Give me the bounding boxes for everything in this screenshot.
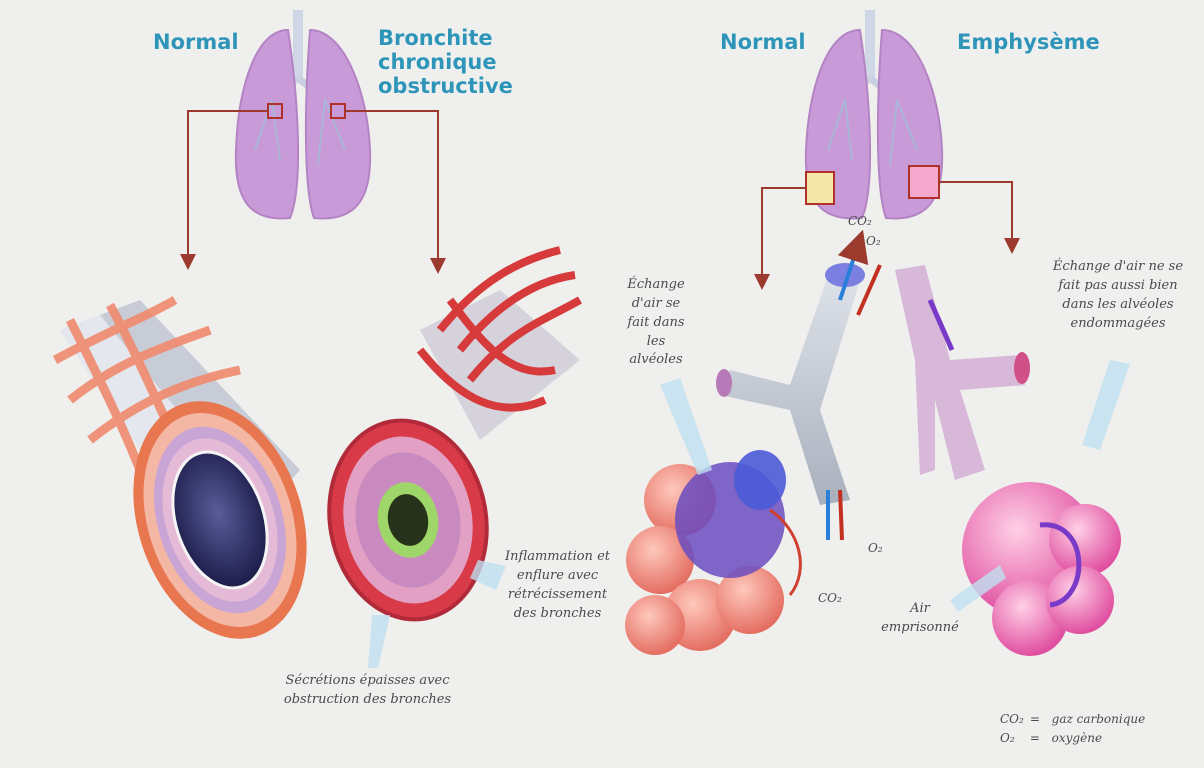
legend-co2-equals: = bbox=[1030, 710, 1048, 729]
lungs-illustration-right bbox=[806, 10, 942, 218]
legend-o2-text: oxygène bbox=[1052, 729, 1102, 748]
heading-normal-left: Normal bbox=[153, 30, 239, 54]
heading-chronic-bronchitis: Bronchite chronique obstructive bbox=[378, 26, 618, 98]
heading-normal-right: Normal bbox=[720, 30, 806, 54]
note-exchange-normal: Échange d'air se fait dans les alvéoles bbox=[620, 276, 692, 370]
gas-legend: CO₂ = gaz carbonique O₂ = oxygène bbox=[1000, 710, 1145, 748]
legend-o2-equals: = bbox=[1030, 729, 1048, 748]
note-trapped-air: Air emprisonné bbox=[875, 600, 965, 638]
legend-co2-symbol: CO₂ bbox=[1000, 710, 1026, 729]
legend-co2-text: gaz carbonique bbox=[1052, 710, 1146, 729]
legend-row-o2: O₂ = oxygène bbox=[1000, 729, 1145, 748]
legend-o2-symbol: O₂ bbox=[1000, 729, 1026, 748]
gas-label-o2-top: O₂ bbox=[866, 233, 881, 250]
gas-label-co2-top: CO₂ bbox=[848, 213, 872, 230]
normal-bronchus-illustration bbox=[55, 300, 336, 661]
note-inflammation: Inflammation et enflure avec rétrécissem… bbox=[495, 548, 620, 623]
legend-row-co2: CO₂ = gaz carbonique bbox=[1000, 710, 1145, 729]
gas-label-co2-bottom: CO₂ bbox=[818, 590, 842, 607]
lungs-illustration-left bbox=[236, 10, 370, 218]
heading-emphysema: Emphysème bbox=[957, 30, 1100, 54]
note-exchange-damaged: Échange d'air ne se fait pas aussi bien … bbox=[1048, 258, 1188, 333]
note-secretions: Sécrétions épaisses avec obstruction des… bbox=[280, 672, 455, 710]
gas-label-o2-bottom: O₂ bbox=[868, 540, 883, 557]
